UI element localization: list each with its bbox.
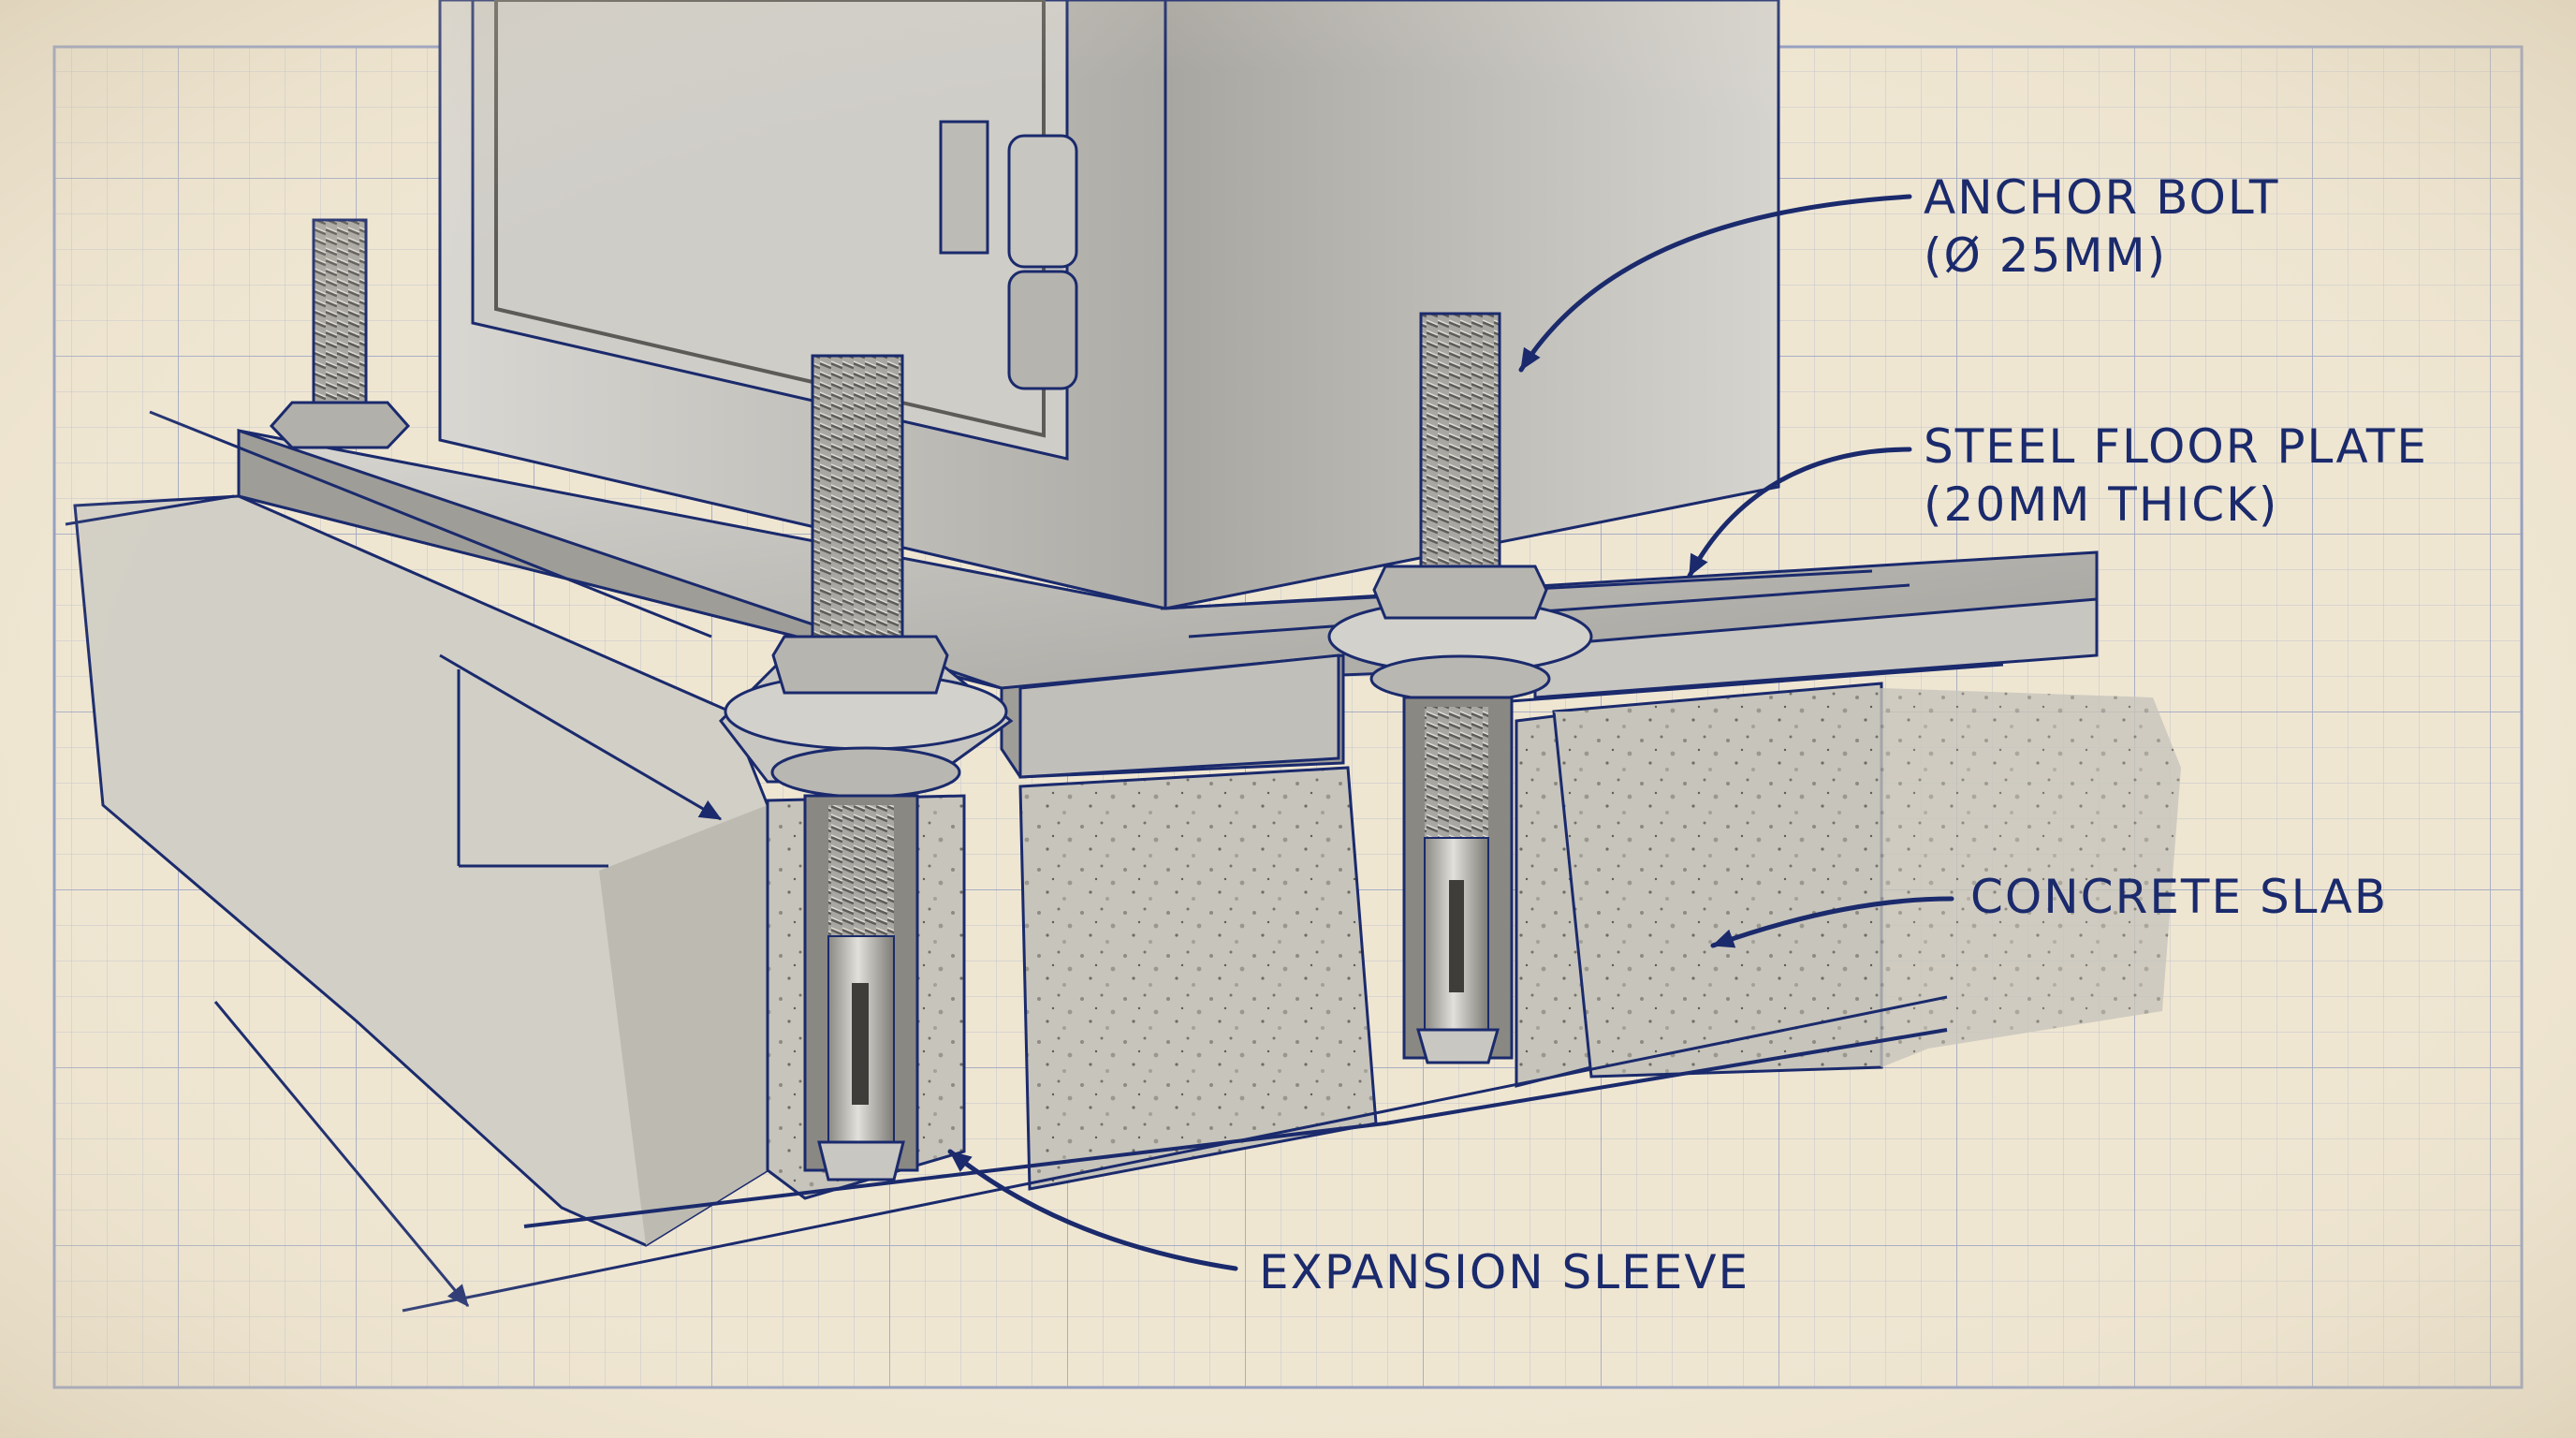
expansion-sleeve-label: EXPANSION SLEEVE — [1259, 1245, 1750, 1299]
floor-plate-thickness: (20MM THICK) — [1924, 477, 2279, 532]
anchor-bolt-label: ANCHOR BOLT — [1924, 170, 2280, 225]
concrete-slab-label: CONCRETE SLAB — [1970, 870, 2389, 924]
anchor-bolt-size: (Ø 25MM) — [1924, 228, 2168, 283]
anchor-bolt-callout: ANCHOR BOLT (Ø 25MM) — [1924, 169, 2279, 285]
floor-plate-label: STEEL FLOOR PLATE — [1924, 419, 2429, 474]
concrete-slab-callout: CONCRETE SLAB — [1970, 868, 2388, 926]
floor-plate-callout: STEEL FLOOR PLATE (20MM THICK) — [1924, 418, 2428, 534]
expansion-sleeve-callout: EXPANSION SLEEVE — [1259, 1243, 1749, 1301]
